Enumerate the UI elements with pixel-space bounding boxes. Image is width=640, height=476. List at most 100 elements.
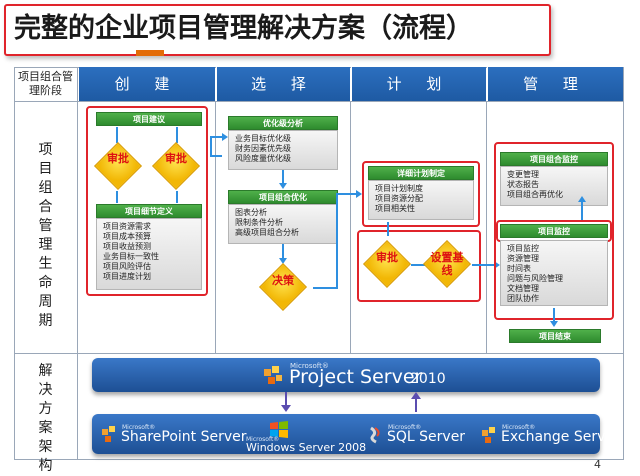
exchange-logo-icon (481, 426, 499, 444)
phase-column-plan (351, 101, 487, 353)
plan-highlight-frame (362, 161, 480, 227)
list-item: 业务目标一致性 (103, 252, 159, 261)
phase-header-manage: 管 理 (487, 67, 623, 101)
phase-header-create: 创 建 (79, 67, 215, 101)
arrow-head (279, 258, 287, 264)
arrow (336, 193, 356, 195)
list-item: 项目计划制度 (375, 184, 423, 193)
list-item: 业务目标优化级 (235, 134, 291, 143)
arrow-head (494, 261, 500, 269)
phase-header-select: 选 择 (216, 67, 350, 101)
arrow (210, 136, 222, 138)
arrow (411, 264, 425, 266)
list-item: 项目风险评估 (103, 262, 151, 271)
list-item: 项目组合再优化 (507, 190, 563, 199)
exchange-server-label: Exchange Server (501, 429, 620, 445)
arrow (313, 287, 337, 289)
project-monitor-box: 项目监控 资源管理 时间表 问题与风险管理 文档管理 团队协作 (500, 240, 608, 306)
list-item: 时间表 (507, 264, 531, 273)
project-proposal-header: 项目建议 (96, 112, 202, 126)
list-item: 项目资源分配 (375, 194, 423, 203)
arrow (282, 170, 284, 186)
solution-row-label: 解决方案架构 (14, 354, 78, 474)
row-divider (14, 101, 624, 102)
portfolio-optimization-box: 图表分析 限制条件分析 高级项目组合分析 (228, 204, 338, 244)
list-item: 项目资源需求 (103, 222, 151, 231)
page-title: 完整的企业项目管理解决方案（流程） (14, 13, 473, 44)
arrow-head (222, 133, 228, 141)
create-highlight-frame (86, 106, 208, 296)
arrow (176, 191, 178, 203)
arrow (176, 127, 178, 143)
project-server-banner (92, 358, 600, 392)
list-item: 资源管理 (507, 254, 539, 263)
arrow-head (578, 196, 586, 202)
microsoft-wordmark: Microsoft® (502, 424, 536, 431)
project-end-header: 项目结束 (509, 329, 601, 343)
list-item: 图表分析 (235, 208, 267, 217)
windows-logo-icon (268, 420, 290, 440)
arrow-head (411, 392, 421, 399)
arrow (581, 200, 583, 220)
windows-server-label: Windows Server 2008 (246, 441, 367, 454)
sql-server-logo-icon (368, 426, 384, 444)
approve-label: 审批 (165, 152, 187, 165)
list-item: 状态报告 (507, 180, 539, 189)
phase-header-plan: 计 划 (351, 67, 486, 101)
baseline-label: 设置基线 (430, 251, 464, 277)
microsoft-wordmark: Microsoft® (290, 362, 329, 370)
list-item: 财务因素优先级 (235, 144, 291, 153)
list-item: 风险度量优化级 (235, 154, 291, 163)
row-divider (14, 353, 624, 354)
list-item: 高级项目组合分析 (235, 228, 299, 237)
project-monitor-header: 项目监控 (500, 224, 608, 238)
phase-row-label: 项目组合管理阶段 (14, 67, 78, 101)
detail-plan-header: 详细计划制定 (368, 166, 474, 180)
portfolio-monitor-header: 项目组合监控 (500, 152, 608, 166)
list-item: 变更管理 (507, 170, 539, 179)
arrow (210, 136, 212, 157)
list-item: 团队协作 (507, 294, 539, 303)
arrow (285, 392, 287, 408)
project-server-name: Project Server (289, 366, 423, 388)
approve-label: 审批 (376, 251, 398, 264)
sql-server-label: SQL Server (387, 429, 466, 445)
arrow (553, 308, 555, 324)
arrow (116, 191, 118, 203)
project-detail-header: 项目细节定义 (96, 204, 202, 218)
arrow-head (281, 405, 291, 412)
page-number: 4 (594, 458, 601, 471)
arrow (336, 193, 338, 289)
project-detail-box: 项目资源需求 项目成本预算 项目收益预测 业务目标一致性 项目风险评估 项目进度… (96, 218, 202, 290)
arrow-head (279, 183, 287, 189)
list-item: 项目成本预算 (103, 232, 151, 241)
list-item: 项目收益预测 (103, 242, 151, 251)
decision-label: 决策 (272, 274, 294, 287)
project-server-logo-icon (262, 364, 284, 388)
arrow (387, 222, 389, 236)
project-server-version: 2010 (410, 371, 446, 387)
approve-label: 审批 (107, 152, 129, 165)
arrow (210, 155, 222, 157)
server-stack-banner (92, 414, 600, 454)
microsoft-wordmark: Microsoft® (388, 424, 422, 431)
microsoft-wordmark: Microsoft® (246, 436, 280, 443)
microsoft-wordmark: Microsoft® (122, 424, 156, 431)
portfolio-monitor-box: 变更管理 状态报告 项目组合再优化 (500, 166, 608, 206)
sharepoint-server-label: SharePoint Server (121, 429, 247, 445)
arrow (116, 127, 118, 143)
list-item: 项目监控 (507, 244, 539, 253)
arrow-head (550, 321, 558, 327)
portfolio-optimization-header: 项目组合优化 (228, 190, 338, 204)
list-item: 项目进度计划 (103, 272, 151, 281)
priority-analysis-header: 优化级分析 (228, 116, 338, 130)
arrow (282, 244, 284, 260)
list-item: 限制条件分析 (235, 218, 283, 227)
arrow (415, 398, 417, 412)
plan-approve-frame (357, 230, 481, 302)
arrow-head (356, 190, 362, 198)
title-frame (4, 4, 551, 56)
list-item: 文档管理 (507, 284, 539, 293)
priority-analysis-box: 业务目标优化级 财务因素优先级 风险度量优化级 (228, 130, 338, 170)
lifecycle-row-label: 项目组合管理生命周期 (14, 101, 78, 353)
